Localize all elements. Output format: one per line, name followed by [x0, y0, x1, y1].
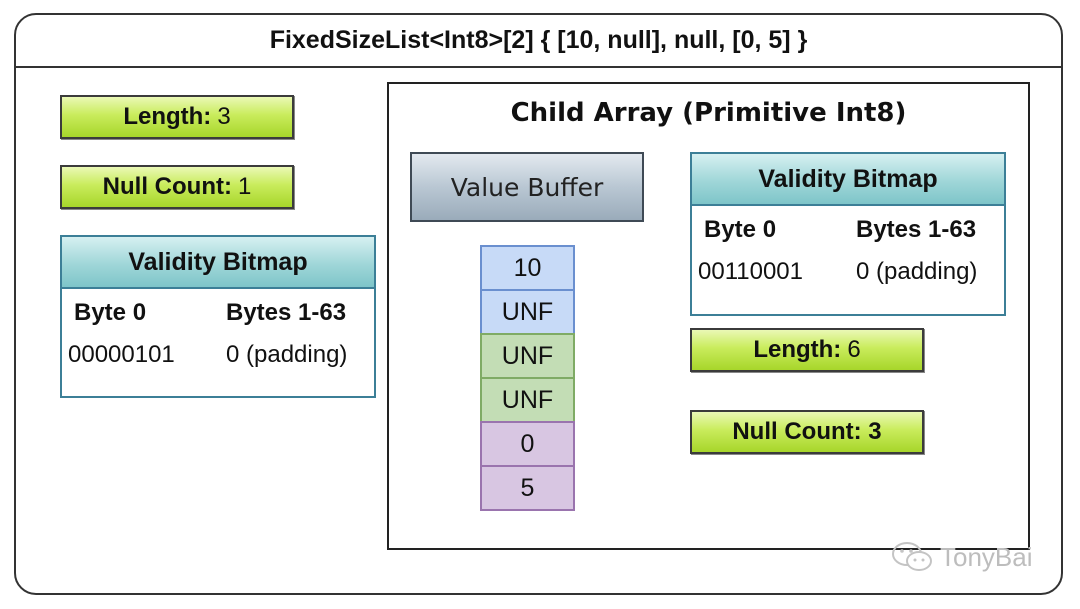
- diagram-title: FixedSizeList<Int8>[2] { [10, null], nul…: [16, 15, 1061, 68]
- parent-bitmap-col1-header: Byte 0: [74, 299, 147, 326]
- child-bitmap-col1-header: Byte 0: [704, 216, 777, 243]
- child-validity-bitmap: Validity Bitmap Byte 0 Bytes 1-63 001100…: [690, 152, 1006, 316]
- value-cell: 10: [480, 245, 575, 291]
- child-length-box: Length:6: [690, 328, 924, 372]
- parent-null-count-box: Null Count:1: [60, 165, 294, 209]
- value-buffer-header: Value Buffer: [410, 152, 644, 222]
- value-cell: UNF: [480, 333, 575, 379]
- value-buffer-cells: 10 UNF UNF UNF 0 5: [480, 245, 575, 511]
- child-array-title: Child Array (Primitive Int8): [510, 98, 907, 128]
- child-bitmap-header: Validity Bitmap: [692, 154, 1004, 206]
- watermark-text: TonyBai: [940, 541, 1033, 572]
- child-bitmap-col2-value: 0 (padding): [856, 258, 978, 285]
- parent-null-count-value: 1: [237, 173, 252, 200]
- child-null-count-label: Null Count: 3: [732, 418, 882, 445]
- watermark: TonyBai: [890, 540, 1033, 574]
- parent-bitmap-col2-value: 0 (padding): [226, 341, 348, 368]
- parent-null-count-label: Null Count:: [102, 173, 232, 200]
- parent-length-value: 3: [217, 103, 231, 130]
- value-cell: UNF: [480, 377, 575, 423]
- parent-bitmap-col1-value: 00000101: [68, 341, 175, 368]
- parent-bitmap-header: Validity Bitmap: [62, 237, 374, 289]
- value-cell: 5: [480, 465, 575, 511]
- child-array-box: Child Array (Primitive Int8): [387, 82, 1030, 550]
- child-length-value: 6: [847, 336, 861, 363]
- value-cell: 0: [480, 421, 575, 467]
- child-bitmap-col1-value: 00110001: [698, 258, 803, 285]
- wechat-icon: [892, 542, 932, 571]
- parent-bitmap-col2-header: Bytes 1-63: [226, 299, 347, 326]
- child-null-count-box: Null Count: 3: [690, 410, 924, 454]
- child-length-label: Length:: [753, 336, 842, 363]
- parent-length-box: Length:3: [60, 95, 294, 139]
- value-cell: UNF: [480, 289, 575, 335]
- parent-length-label: Length:: [123, 103, 212, 130]
- parent-validity-bitmap: Validity Bitmap Byte 0 Bytes 1-63 000001…: [60, 235, 376, 398]
- child-bitmap-col2-header: Bytes 1-63: [856, 216, 977, 243]
